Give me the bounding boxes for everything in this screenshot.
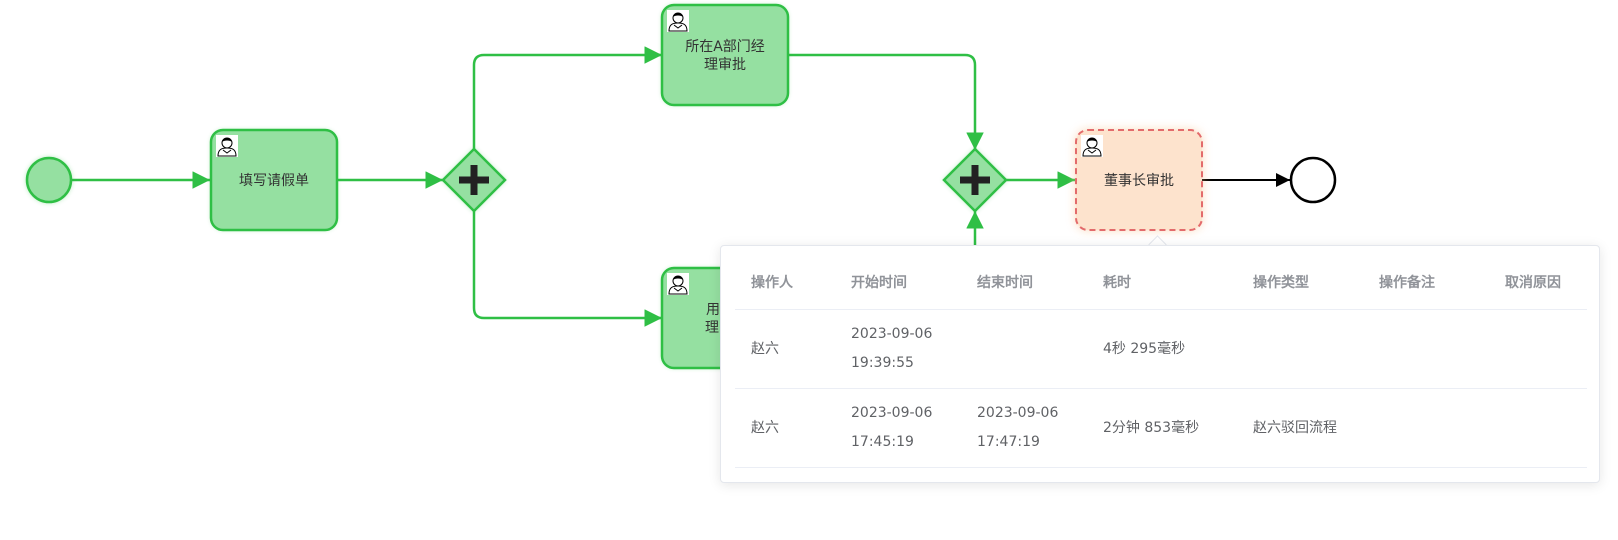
task-label-line2: 理审批 <box>704 57 746 73</box>
user-icon <box>1080 134 1104 158</box>
end-date: 2023-09-06 <box>977 405 1059 421</box>
parallel-gateway-split[interactable] <box>441 147 507 213</box>
cell-operation-type <box>1237 309 1363 389</box>
end-event[interactable] <box>1289 156 1337 204</box>
cell-operation-note <box>1363 309 1489 389</box>
table-row: 赵六 2023-09-06 19:39:55 4秒 295毫秒 <box>735 309 1587 389</box>
start-date: 2023-09-06 <box>851 326 933 342</box>
user-icon <box>666 272 690 296</box>
cell-duration: 2分钟 853毫秒 <box>1087 388 1237 468</box>
parallel-gateway-join[interactable] <box>942 147 1008 213</box>
cell-end-time: 2023-09-06 17:47:19 <box>961 388 1087 468</box>
table-header-row: 操作人 开始时间 结束时间 耗时 操作类型 操作备注 取消原因 <box>735 254 1587 310</box>
header-duration: 耗时 <box>1087 254 1237 310</box>
header-operation-note: 操作备注 <box>1363 254 1489 310</box>
task-label: 填写请假单 <box>239 173 309 189</box>
flow-split-to-dept-b <box>472 210 662 327</box>
flow-split-to-dept-a <box>472 46 662 150</box>
user-icon <box>666 9 690 33</box>
table-row: 赵六 2023-09-06 17:45:19 2023-09-06 17:47:19… <box>735 388 1587 468</box>
header-cancel-reason: 取消原因 <box>1489 254 1587 310</box>
start-clock: 17:45:19 <box>851 434 914 450</box>
sequence-flows <box>72 46 1290 327</box>
cell-start-time: 2023-09-06 17:45:19 <box>835 388 961 468</box>
user-icon <box>215 134 239 158</box>
task-history-popover: 操作人 开始时间 结束时间 耗时 操作类型 操作备注 取消原因 赵六 2023-… <box>720 245 1600 483</box>
cell-cancel-reason <box>1489 388 1587 468</box>
start-clock: 19:39:55 <box>851 355 914 371</box>
cell-operation-note <box>1363 388 1489 468</box>
start-event[interactable] <box>25 156 73 204</box>
task-label-line1: 所在A部门经 <box>685 39 765 55</box>
history-table: 操作人 开始时间 结束时间 耗时 操作类型 操作备注 取消原因 赵六 2023-… <box>735 254 1587 468</box>
header-end-time: 结束时间 <box>961 254 1087 310</box>
cell-start-time: 2023-09-06 19:39:55 <box>835 309 961 389</box>
task-dept-a-approval[interactable]: 所在A部门经 理审批 <box>660 3 790 107</box>
header-operator: 操作人 <box>735 254 835 310</box>
task-chairman-approval[interactable]: 董事长审批 <box>1075 129 1203 231</box>
task-label-line2: 理 <box>705 320 719 336</box>
plus-icon <box>459 165 489 195</box>
task-label: 董事长审批 <box>1104 173 1174 189</box>
cell-end-time <box>961 309 1087 389</box>
cell-operator: 赵六 <box>735 388 835 468</box>
header-operation-type: 操作类型 <box>1237 254 1363 310</box>
cell-operation-type: 赵六驳回流程 <box>1237 388 1363 468</box>
end-clock: 17:47:19 <box>977 434 1040 450</box>
start-date: 2023-09-06 <box>851 405 933 421</box>
cell-duration: 4秒 295毫秒 <box>1087 309 1237 389</box>
flow-dept-a-to-join <box>787 53 984 150</box>
task-fill-leave-form[interactable]: 填写请假单 <box>209 128 339 232</box>
plus-icon <box>960 165 990 195</box>
header-start-time: 开始时间 <box>835 254 961 310</box>
cell-cancel-reason <box>1489 309 1587 389</box>
cell-operator: 赵六 <box>735 309 835 389</box>
